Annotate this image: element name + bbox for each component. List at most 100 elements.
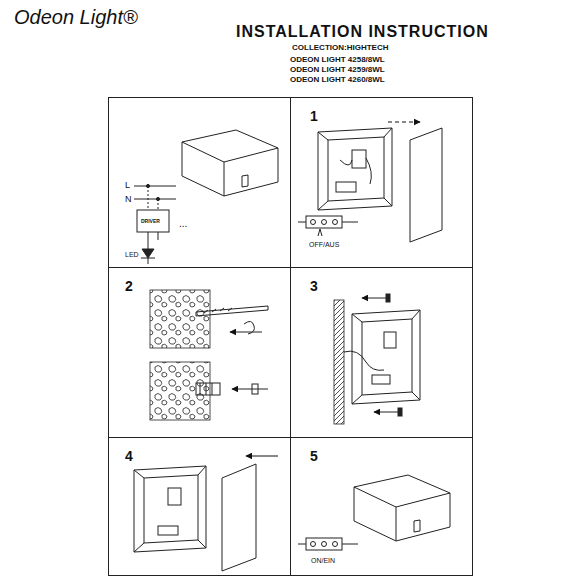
wiring — [148, 232, 149, 249]
housing — [144, 475, 198, 543]
cover-plate — [410, 128, 442, 242]
wiring — [134, 184, 176, 264]
drill-bit — [196, 306, 268, 316]
terminal-block — [322, 220, 327, 225]
step-panel: 4 — [108, 437, 291, 576]
collection-name: COLLECTION:HIGHTECH — [292, 44, 388, 52]
housing — [344, 351, 384, 370]
screw — [386, 294, 390, 302]
terminal-block — [322, 542, 327, 547]
phase-label: L — [125, 181, 130, 190]
cover-plate — [410, 128, 442, 242]
move-arrow — [388, 122, 420, 123]
wiring — [148, 186, 149, 210]
terminal-block — [311, 220, 316, 225]
wiring — [156, 197, 159, 200]
driver-label: DRIVER — [141, 219, 160, 224]
step-panel: 1OFF/AUS — [290, 97, 473, 268]
wall-texture — [150, 290, 210, 348]
screw — [362, 298, 388, 299]
housing — [362, 319, 412, 395]
step-number: 4 — [125, 449, 133, 463]
step-panel: LN DRIVER LED... — [108, 97, 291, 268]
wiring — [148, 258, 149, 264]
wiring — [134, 186, 176, 187]
housing — [340, 158, 371, 184]
terminal-block — [306, 216, 342, 228]
wall — [334, 300, 344, 424]
lamp-body — [242, 175, 248, 187]
step-panel: 3 — [290, 267, 473, 438]
cover-plate — [222, 464, 256, 571]
led-label: LED — [125, 251, 139, 258]
model-number: ODEON LIGHT 4258/8WL — [290, 56, 385, 64]
wiring — [158, 232, 159, 240]
terminal-block — [333, 220, 338, 225]
lamp-body — [354, 487, 396, 541]
step-panel: 2 — [108, 267, 291, 438]
dowel-insert — [230, 332, 262, 333]
lamp-body — [224, 148, 278, 196]
screw — [374, 412, 400, 413]
housing — [134, 466, 206, 552]
step-number: 3 — [310, 279, 318, 293]
dowel-and-screw — [200, 383, 212, 395]
terminal-block — [298, 216, 358, 236]
dowel-and-screw — [196, 383, 220, 395]
step-number: 2 — [125, 279, 133, 293]
housing — [344, 310, 420, 404]
switch-state: ON/EIN — [311, 557, 335, 564]
terminal-block — [318, 229, 322, 236]
move-arrow — [246, 456, 278, 457]
housing — [168, 488, 181, 505]
drill-bit — [204, 308, 232, 313]
terminal-block — [298, 544, 358, 545]
terminal-block — [333, 542, 338, 547]
dowel-and-screw — [196, 383, 268, 395]
housing — [384, 332, 396, 348]
sheet-title: INSTALLATION INSTRUCTION — [236, 24, 489, 40]
neutral-label: N — [125, 195, 132, 204]
wiring — [146, 184, 149, 187]
housing — [158, 526, 178, 535]
lamp-body — [182, 130, 278, 196]
screw — [398, 408, 402, 416]
wall-texture — [150, 290, 210, 420]
housing — [352, 150, 366, 168]
housing — [134, 466, 206, 552]
brand-logo: Odeon Light® — [14, 7, 138, 27]
lamp-body — [354, 475, 450, 541]
terminal-block — [311, 542, 316, 547]
ellipsis: ... — [179, 219, 187, 229]
wall-texture — [150, 362, 210, 420]
screw — [362, 294, 402, 416]
dowel-insert — [244, 321, 254, 334]
lamp-body — [396, 493, 450, 541]
lamp-body — [182, 130, 278, 162]
dowel-and-screw — [252, 384, 258, 394]
wiring — [137, 210, 169, 232]
housing — [328, 137, 384, 201]
housing — [318, 128, 392, 210]
switch-state: OFF/AUS — [309, 241, 339, 248]
model-number: ODEON LIGHT 4260/8WL — [290, 76, 385, 84]
lamp-body — [354, 475, 450, 507]
step-panel: 5ON/EIN — [290, 437, 473, 576]
wiring — [142, 249, 154, 258]
dowel-insert — [230, 321, 262, 334]
housing — [134, 466, 206, 552]
model-number: ODEON LIGHT 4259/8WL — [290, 66, 385, 74]
housing — [336, 182, 356, 192]
terminal-block — [298, 538, 358, 550]
step-number: 1 — [310, 109, 318, 123]
dowel-and-screw — [232, 389, 268, 390]
terminal-block — [306, 538, 342, 550]
step-number: 5 — [310, 449, 318, 463]
housing — [318, 128, 392, 210]
wall — [334, 300, 344, 424]
housing — [372, 375, 390, 384]
lamp-body — [414, 520, 420, 532]
lamp-body — [182, 142, 224, 196]
wiring — [134, 199, 176, 200]
